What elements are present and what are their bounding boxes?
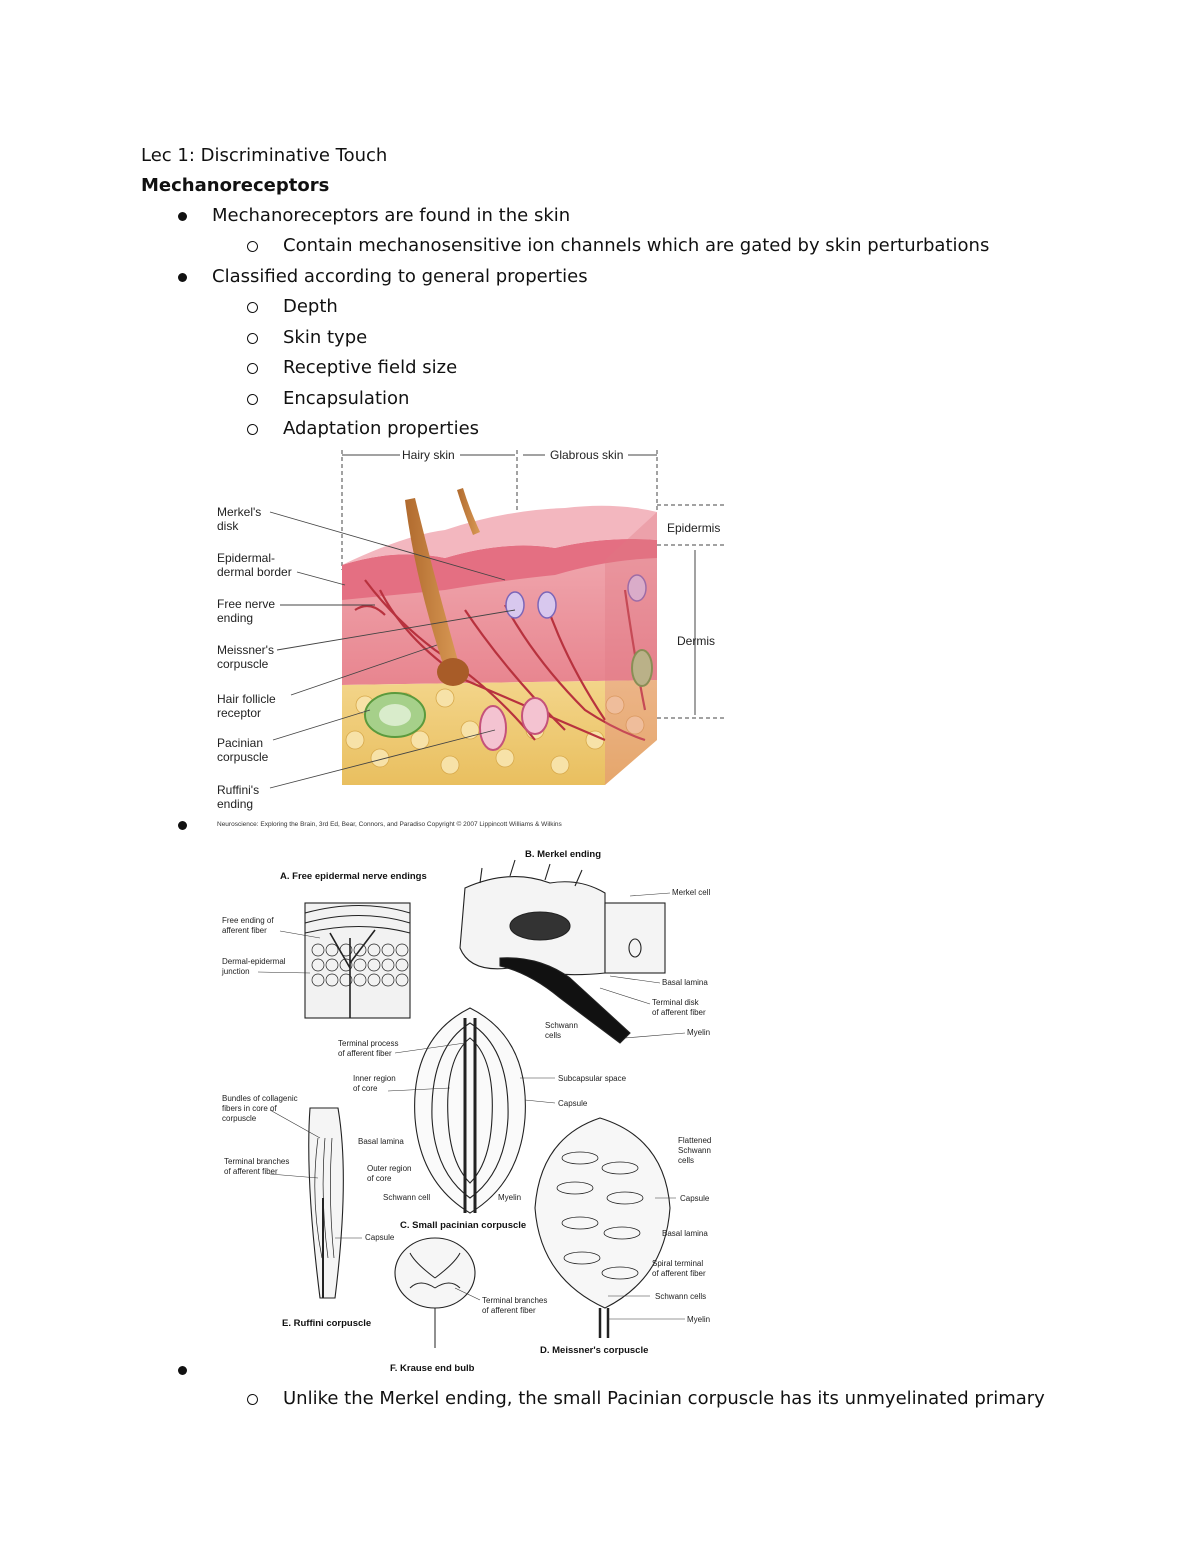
label-b2: Basal lamina xyxy=(662,978,708,987)
bullet-dot xyxy=(178,212,187,221)
label-f-krause: F. Krause end bulb xyxy=(390,1363,475,1374)
bullet-dot xyxy=(178,821,187,830)
doc-title: Lec 1: Discriminative Touch xyxy=(141,145,388,166)
sub-bullet-item: Encapsulation xyxy=(283,388,410,409)
dimension-lines xyxy=(341,450,727,719)
epidermis-label: Epidermis xyxy=(667,521,720,535)
small-pacinian-drawing xyxy=(414,1007,526,1214)
bullet-dot xyxy=(178,273,187,282)
label-b-merkel: B. Merkel ending xyxy=(525,849,601,860)
krause-end-bulb-drawing xyxy=(394,1237,476,1348)
label-epidermal-dermal-border: Epidermal-dermal border xyxy=(217,551,292,579)
sub-bullet-circle xyxy=(247,394,258,405)
sub-bullet-circle xyxy=(247,241,258,252)
sub-bullet-circle xyxy=(247,302,258,313)
sub-bullet-item: Depth xyxy=(283,296,338,317)
sub-bullet-item: Receptive field size xyxy=(283,357,458,378)
label-d6: Myelin xyxy=(687,1315,710,1324)
label-c-small-pacinian: C. Small pacinian corpuscle xyxy=(400,1220,526,1231)
label-c4: Capsule xyxy=(558,1099,588,1108)
label-e3: Capsule xyxy=(365,1233,395,1242)
label-e-ruffini: E. Ruffini corpuscle xyxy=(282,1318,371,1329)
figure-credit: Neuroscience: Exploring the Brain, 3rd E… xyxy=(217,820,563,828)
label-d3: Basal lamina xyxy=(662,1229,708,1238)
label-d2: Capsule xyxy=(680,1194,710,1203)
sub-bullet-item: Skin type xyxy=(283,327,368,348)
ruffini-corpuscle-drawing xyxy=(308,1107,344,1299)
sub-bullet-item: Unlike the Merkel ending, the small Paci… xyxy=(283,1388,1045,1409)
sub-bullet-circle xyxy=(247,363,258,374)
label-a-free-epidermal: A. Free epidermal nerve endings xyxy=(280,871,427,882)
label-c7: Schwann cell xyxy=(383,1193,430,1202)
bullet-dot xyxy=(178,1366,187,1375)
label-c3: Subcapsular space xyxy=(558,1074,627,1083)
hairy-skin-label: Hairy skin xyxy=(402,448,455,462)
label-b5: Myelin xyxy=(687,1028,710,1037)
sub-bullet-circle xyxy=(247,1394,258,1405)
sub-bullet-circle xyxy=(247,424,258,435)
bullet-item: Classified according to general properti… xyxy=(212,266,588,287)
merkel-ending-drawing xyxy=(459,859,666,1044)
fig2-leader-lines xyxy=(257,892,686,1320)
hair-shaft xyxy=(405,498,460,670)
free-nerve-endings-drawing xyxy=(304,902,411,1019)
dermis-label: Dermis xyxy=(677,634,715,648)
glabrous-skin-label: Glabrous skin xyxy=(550,448,623,462)
bullet-item: Mechanoreceptors are found in the skin xyxy=(212,205,571,226)
fig2-labels: A. Free epidermal nerve endings B. Merke… xyxy=(221,849,711,1374)
label-c8: Myelin xyxy=(498,1193,521,1202)
section-heading: Mechanoreceptors xyxy=(141,175,330,196)
sub-bullet-item: Contain mechanosensitive ion channels wh… xyxy=(283,235,990,256)
leader-lines xyxy=(269,511,516,789)
label-d-meissner: D. Meissner's corpuscle xyxy=(540,1345,648,1356)
sub-bullet-item: Adaptation properties xyxy=(283,418,480,439)
label-d5: Schwann cells xyxy=(655,1292,706,1301)
meissner-corpuscle-drawing xyxy=(534,1117,671,1338)
sub-bullet-circle xyxy=(247,333,258,344)
label-c5: Basal lamina xyxy=(358,1137,404,1146)
receptor-types-figure: A. Free epidermal nerve endings B. Merke… xyxy=(221,849,711,1374)
skin-receptor-figure: Hairy skin Glabrous skin Epidermis Dermi… xyxy=(217,448,727,828)
label-b1: Merkel cell xyxy=(672,888,710,897)
